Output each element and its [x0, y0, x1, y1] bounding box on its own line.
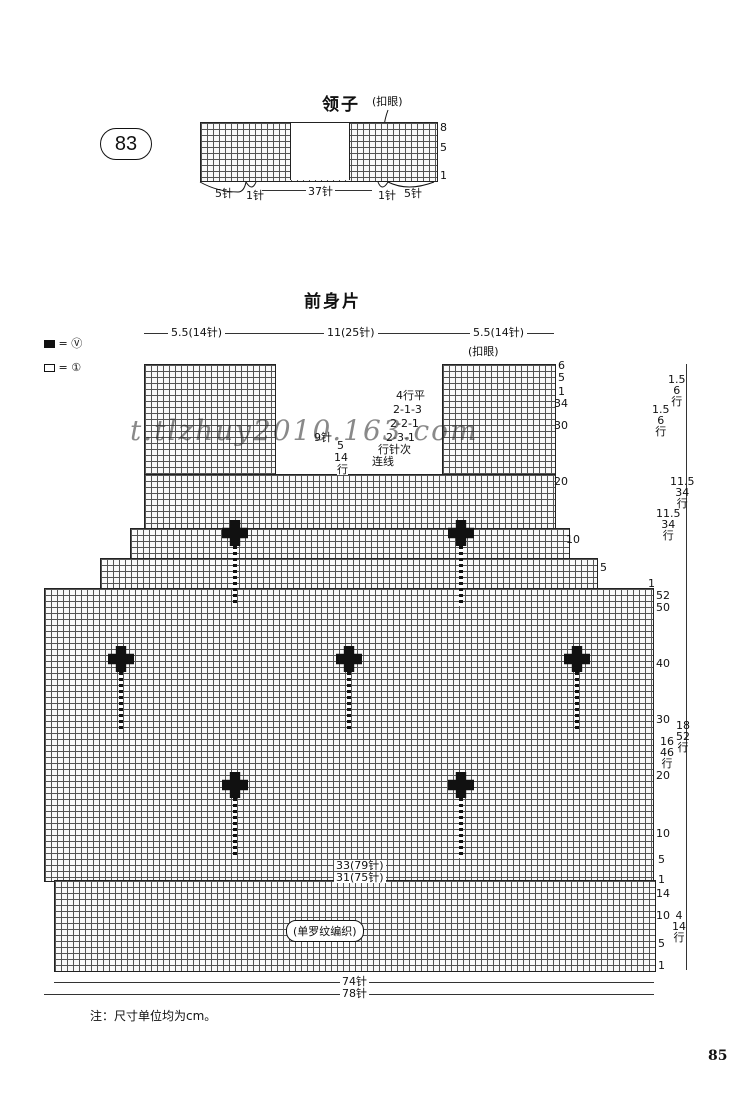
right-dim-7: 4 14 行: [672, 909, 686, 944]
collar-buttonhole-label: (扣眼): [372, 95, 403, 108]
row-label: 5: [558, 371, 565, 384]
collar-title: 领子: [322, 95, 360, 115]
flower-stem: [233, 798, 237, 858]
top-width-left: 5.5(14针): [168, 327, 226, 338]
neck-note-2: 2-1-3: [393, 403, 422, 416]
collar-width-3: 37针: [306, 185, 335, 198]
top-width-right: 5.5(14针): [470, 327, 528, 338]
filled-square-icon: [44, 340, 55, 348]
flower-stem: [347, 672, 351, 732]
collar-row-label-8: 8: [440, 121, 447, 134]
empty-square-icon: [44, 364, 55, 372]
neck-note-4: 2-3-1: [386, 431, 415, 444]
neck-rows-label-b: 14: [334, 451, 348, 464]
row-label: 34: [554, 397, 568, 410]
neck-connect-label: 连线: [372, 455, 394, 468]
pattern-number-badge: 83: [100, 128, 152, 160]
rib-label: (单罗纹编织): [286, 920, 364, 942]
collar-row-label-5: 5: [440, 141, 447, 154]
row-label: 1: [658, 959, 665, 972]
flower-stem: [459, 798, 463, 858]
left-shoulder-chart: [144, 364, 276, 476]
neck-rows-label-c: 行: [337, 463, 348, 476]
row-label: 40: [656, 657, 670, 670]
collar-width-5: 5针: [404, 187, 422, 200]
row-label: 5: [658, 937, 665, 950]
row-label: 5: [600, 561, 607, 574]
row-label: 10: [656, 909, 670, 922]
front-buttonhole-label: (扣眼): [468, 345, 499, 358]
collar-width-braces: [199, 181, 435, 193]
neck-note-1: 4行平: [396, 389, 425, 402]
right-dim-2: 1.5 6 行: [652, 403, 670, 438]
right-dim-1: 1.5 6 行: [668, 373, 686, 408]
armhole-upper-chart: [130, 528, 570, 560]
right-dim-5: 18 52 行: [676, 719, 690, 754]
collar-width-1: 5针: [215, 187, 233, 200]
neck-rows-label-a: 5: [337, 439, 344, 452]
bottom-width-2: 78针: [340, 987, 369, 1000]
collar-center-gap: [290, 123, 350, 180]
flower-stem: [575, 672, 579, 732]
row-label: 14: [656, 887, 670, 900]
legend-empty: = ①: [44, 362, 81, 373]
front-title: 前身片: [304, 292, 361, 312]
waist-width-2: 31(75针): [334, 871, 386, 884]
flower-stem: [233, 546, 237, 606]
row-label: 1: [658, 873, 665, 886]
row-label: 1: [648, 577, 655, 590]
row-label: 20: [554, 475, 568, 488]
neck-note-5: 行针次: [378, 443, 411, 456]
collar-width-2: 1针: [246, 189, 264, 202]
row-label: 30: [656, 713, 670, 726]
collar-width-4: 1针: [378, 189, 396, 202]
collar-row-label-1: 1: [440, 169, 447, 182]
row-label: 6: [558, 359, 565, 372]
right-dim-line: [686, 364, 687, 970]
unit-note: 注：尺寸单位均为cm。: [90, 1009, 217, 1023]
row-label: 30: [554, 419, 568, 432]
flower-stem: [459, 546, 463, 606]
watermark: t.tlzhuy2010.163.com: [130, 414, 479, 447]
row-label: 50: [656, 601, 670, 614]
bottom-width-1: 74针: [340, 975, 369, 988]
neck-stitch-label: 9针: [314, 431, 332, 444]
row-label: 10: [566, 533, 580, 546]
waist-width-1: 33(79针): [334, 859, 386, 872]
row-label: 1: [558, 385, 565, 398]
main-body-chart: [44, 588, 654, 882]
top-width-center: 11(25针): [324, 327, 378, 338]
right-shoulder-chart: [442, 364, 556, 476]
neck-bottom-chart: [144, 474, 556, 530]
right-dim-3: 11.5 34 行: [670, 475, 695, 510]
armhole-lower-chart: [100, 558, 598, 590]
legend-filled: = Ⓥ: [44, 338, 82, 349]
flower-stem: [119, 672, 123, 732]
right-dim-6: 16 46 行: [660, 735, 674, 770]
row-label: 52: [656, 589, 670, 602]
right-dim-4: 11.5 34 行: [656, 507, 681, 542]
neck-note-3: 2-2-1: [390, 417, 419, 430]
row-label: 10: [656, 827, 670, 840]
row-label: 5: [658, 853, 665, 866]
page-number: 85: [708, 1048, 728, 1064]
row-label: 20: [656, 769, 670, 782]
